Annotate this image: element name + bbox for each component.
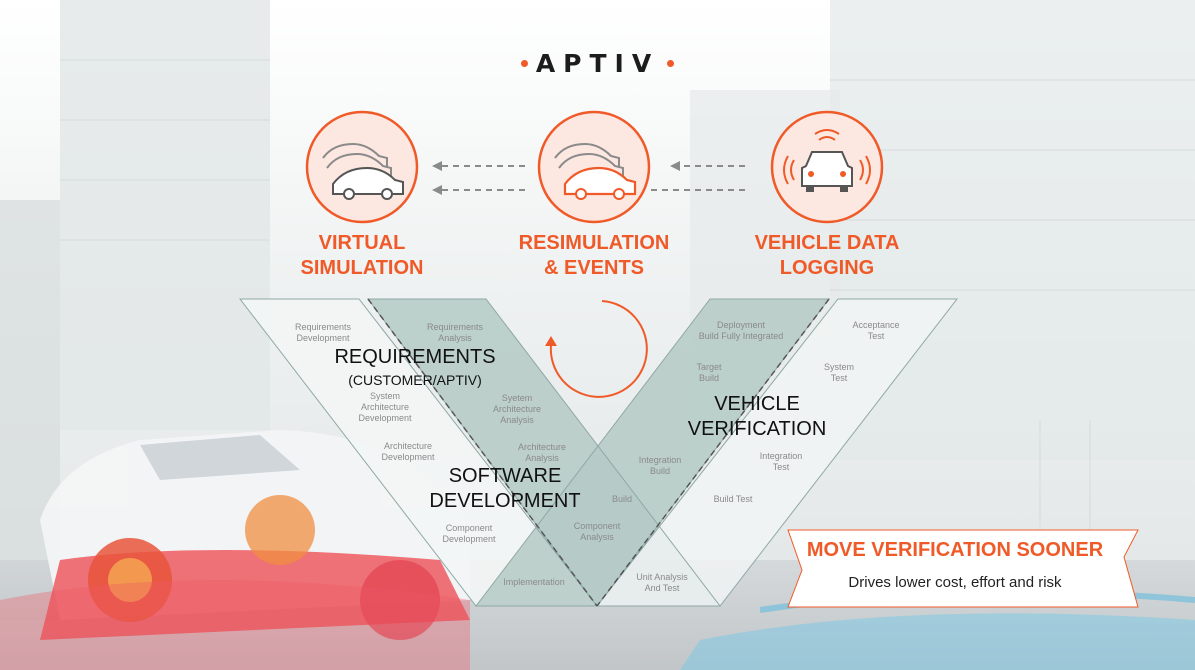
step-implementation: Implementation xyxy=(474,577,594,588)
callout-title: MOVE VERIFICATION SOONER xyxy=(770,539,1140,562)
stage-label-resimulation: RESIMULATION & EVENTS xyxy=(494,231,694,281)
callout-subtitle: Drives lower cost, effort and risk xyxy=(770,574,1140,591)
stage-label-virtual-simulation: VIRTUAL SIMULATION xyxy=(262,231,462,281)
step-build-test: Build Test xyxy=(673,494,793,505)
connected-car-icon xyxy=(770,110,885,225)
software-development-title: SOFTWARE DEVELOPMENT xyxy=(395,464,615,514)
car-stack-icon xyxy=(305,110,420,225)
stage-label-vehicle-data-logging: VEHICLE DATA LOGGING xyxy=(727,231,927,281)
requirements-subtitle: (CUSTOMER/APTIV) xyxy=(315,371,515,389)
vehicle-verification-title: VEHICLE VERIFICATION xyxy=(657,392,857,442)
requirements-title: REQUIREMENTS xyxy=(300,345,530,370)
car-stack-highlight-icon xyxy=(537,110,652,225)
aptiv-logo: APTIV xyxy=(0,49,1195,78)
